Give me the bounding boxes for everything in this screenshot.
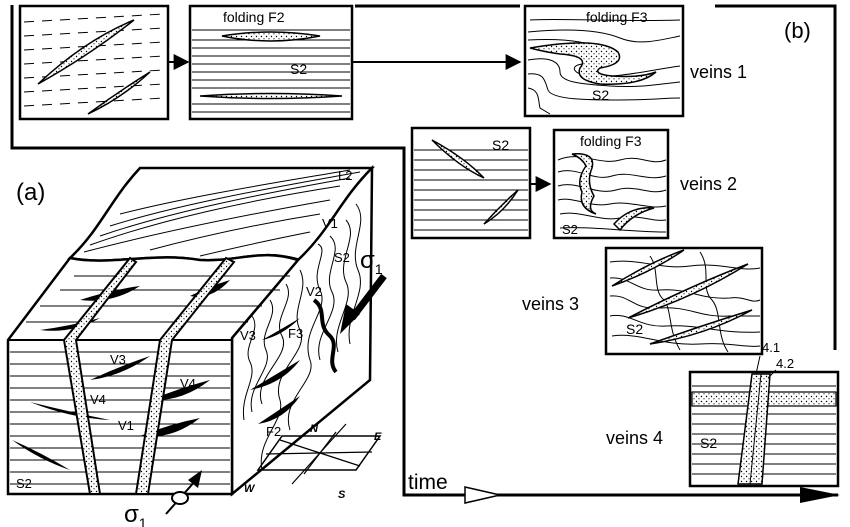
box-folding-f3-veins2 (552, 128, 670, 240)
sigma1-side-arrow (340, 273, 387, 334)
s2-box5-label: S2 (562, 222, 578, 237)
time-label: time (408, 471, 448, 494)
s2-box6-label: S2 (626, 321, 643, 337)
folding-f2-label: folding F2 (223, 9, 285, 25)
s2-box3-label: S2 (592, 87, 609, 103)
compass-s: S (338, 489, 346, 501)
folding-f3-top-label: folding F3 (586, 9, 648, 25)
panel-b-label: (b) (784, 18, 811, 43)
block-front-face (6, 253, 301, 496)
veins3-label: veins 3 (522, 294, 579, 314)
block-l2-label: L2 (338, 168, 352, 183)
folding-f3-mid-label: folding F3 (580, 133, 642, 149)
box-veins4 (688, 370, 840, 488)
block-v2-label: V2 (306, 284, 322, 299)
box-veins3 (604, 246, 764, 356)
sigma1-bottom-label: σ1 (124, 501, 147, 527)
block-v1-front-label: V1 (118, 418, 134, 433)
block-side-face (230, 164, 374, 497)
time-arrow (410, 486, 840, 504)
block-v1-top-label: V1 (322, 216, 338, 231)
block-v4-right-label: V4 (180, 376, 196, 391)
veins1-label: veins 1 (690, 62, 747, 82)
time-frame-lines (10, 4, 838, 497)
veins4-label: veins 4 (606, 428, 663, 448)
block-v4-left-label: V4 (90, 392, 106, 407)
compass-n: N (310, 423, 319, 435)
s2-box7-label: S2 (700, 435, 717, 451)
box-folding-f3-veins1 (523, 4, 685, 118)
compass-rose (256, 423, 382, 485)
veins2-label: veins 2 (680, 174, 737, 194)
sigma1-side-label: σ1 (360, 247, 383, 277)
block-v3-front-label: V3 (110, 352, 126, 367)
s2-box2-label: S2 (290, 61, 307, 77)
block-f2-label: F2 (266, 424, 281, 439)
block-s2-front-label: S2 (16, 476, 32, 491)
box-folding-f2 (188, 4, 354, 121)
box-pre-folding (18, 4, 170, 121)
gen-4-1-label: 4.1 (762, 340, 780, 355)
compass-e: E (374, 431, 382, 443)
panel-a-label: (a) (16, 179, 45, 206)
block-v3-side-label: V3 (240, 328, 256, 343)
s2-box4-label: S2 (492, 137, 509, 153)
sigma1-bottom-arrow (165, 470, 202, 515)
box-veins2-pre (410, 126, 532, 240)
block-f3-side-label: F3 (288, 326, 303, 341)
block-s2-side-label: S2 (334, 250, 350, 265)
gen-4-2-label: 4.2 (776, 356, 794, 371)
compass-w: W (244, 483, 256, 495)
